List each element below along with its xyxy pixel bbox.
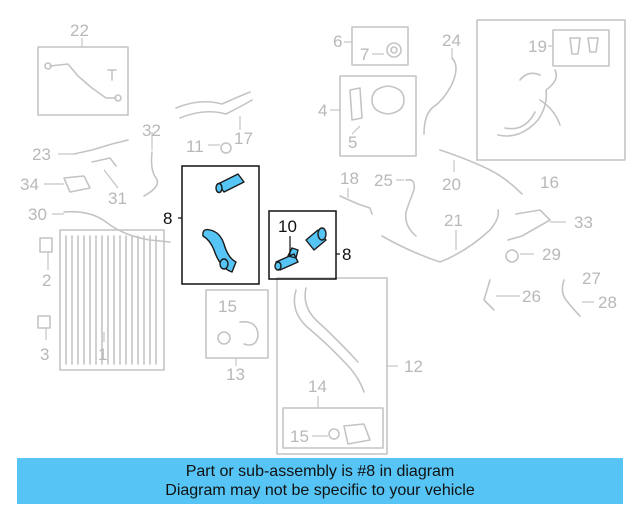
label-16[interactable]: 16 — [540, 173, 559, 192]
part-26-hose — [483, 279, 495, 311]
label-31[interactable]: 31 — [108, 189, 127, 208]
part-13-box — [205, 289, 269, 359]
label-12[interactable]: 12 — [404, 357, 423, 376]
part-20-harness — [439, 149, 523, 195]
part-8-hose-lower[interactable] — [202, 228, 237, 273]
part-16-box — [476, 19, 626, 161]
part-7-cap — [386, 42, 402, 58]
label-27[interactable]: 27 — [582, 269, 601, 288]
label-26[interactable]: 26 — [522, 287, 541, 306]
label-11[interactable]: 11 — [186, 137, 204, 156]
label-30[interactable]: 30 — [28, 205, 47, 224]
label-23[interactable]: 23 — [32, 145, 51, 164]
part-22-box — [37, 46, 129, 116]
part-15-seal — [217, 331, 231, 345]
label-8-right[interactable]: 8 — [342, 245, 352, 264]
part-23-hose — [73, 139, 129, 155]
label-34[interactable]: 34 — [20, 175, 39, 194]
part-4-box — [339, 75, 417, 157]
label-13[interactable]: 13 — [226, 365, 245, 384]
label-10[interactable]: 10 — [278, 217, 297, 236]
label-19[interactable]: 19 — [528, 37, 547, 56]
label-18[interactable]: 18 — [340, 169, 359, 188]
label-1[interactable]: 1 — [98, 345, 108, 364]
label-17[interactable]: 17 — [234, 129, 253, 148]
label-22[interactable]: 22 — [70, 21, 89, 40]
label-28[interactable]: 28 — [598, 293, 617, 312]
part-18-bracket — [339, 195, 373, 215]
part-21-pipe — [381, 209, 500, 263]
part-12-hose — [293, 289, 365, 393]
part-24-hose — [423, 57, 457, 135]
part-6-box — [351, 26, 409, 66]
label-6[interactable]: 6 — [333, 32, 343, 51]
part-34-fitting — [63, 175, 91, 193]
label-4[interactable]: 4 — [318, 101, 328, 120]
label-29[interactable]: 29 — [542, 245, 561, 264]
part-30-hose — [63, 210, 171, 243]
part-22-pipe — [49, 63, 117, 99]
parts-diagram — [37, 19, 626, 455]
info-banner: Part or sub-assembly is #8 in diagram Di… — [17, 458, 623, 504]
label-14[interactable]: 14 — [308, 377, 327, 396]
part-3-bracket — [37, 315, 51, 329]
label-5[interactable]: 5 — [348, 133, 358, 152]
label-3[interactable]: 3 — [40, 345, 50, 364]
label-7[interactable]: 7 — [360, 45, 370, 64]
part-14-box — [282, 407, 384, 449]
banner-line-1: Part or sub-assembly is #8 in diagram — [185, 463, 455, 480]
part-2-bracket — [39, 237, 53, 253]
label-15-a[interactable]: 15 — [218, 297, 237, 316]
label-8-left[interactable]: 8 — [163, 209, 173, 228]
part-5-reservoir — [371, 85, 405, 115]
banner-line-2: Diagram may not be specific to your vehi… — [165, 482, 475, 499]
part-25-hose — [404, 178, 417, 237]
label-21[interactable]: 21 — [444, 211, 463, 230]
label-2[interactable]: 2 — [42, 271, 52, 290]
part-27-hose — [561, 279, 581, 317]
label-32[interactable]: 32 — [142, 121, 161, 140]
part-32-hose — [143, 151, 159, 197]
part-16-hose — [497, 69, 558, 137]
part-29-clamp — [505, 249, 519, 263]
part-8-box-right — [268, 210, 337, 280]
part-1-radiator — [59, 229, 165, 371]
part-19-box — [552, 29, 610, 67]
part-8-box-left — [181, 165, 260, 285]
part-17-hose — [175, 91, 251, 109]
label-15-b[interactable]: 15 — [290, 427, 309, 446]
label-20[interactable]: 20 — [442, 175, 461, 194]
part-15-oring — [328, 428, 340, 440]
part-33-fitting — [507, 209, 551, 241]
label-25[interactable]: 25 — [374, 171, 393, 190]
label-33[interactable]: 33 — [574, 213, 593, 232]
label-24[interactable]: 24 — [442, 31, 461, 50]
